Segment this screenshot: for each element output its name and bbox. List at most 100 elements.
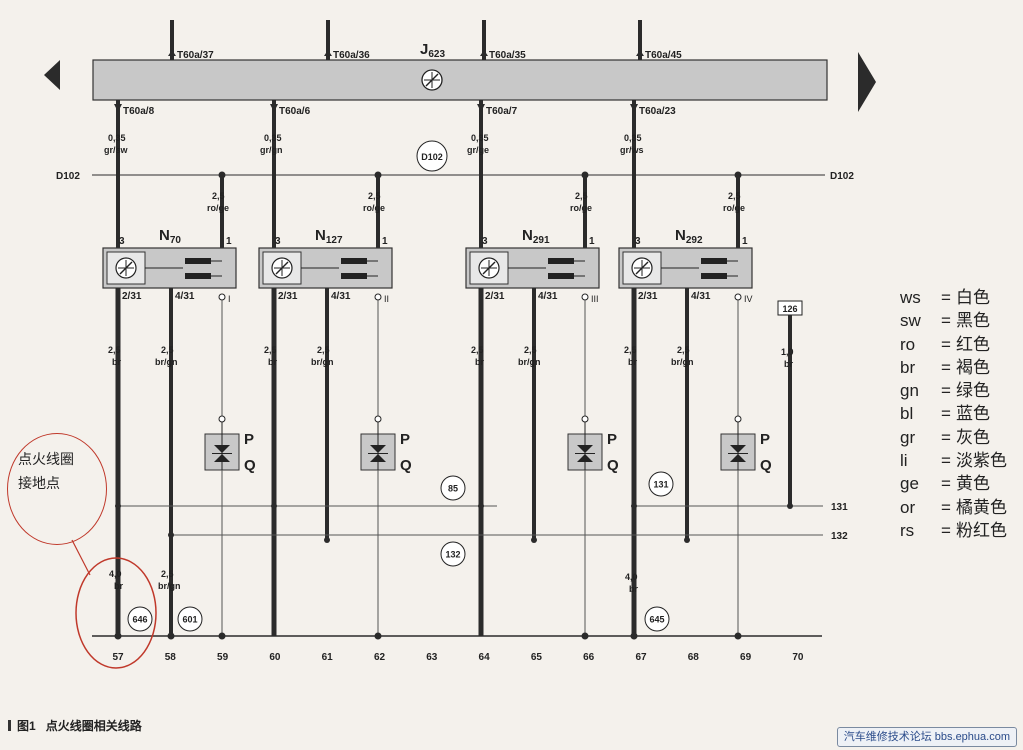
d102-ref-circle bbox=[416, 140, 448, 172]
coil-pin-gnd-2: 2/31 bbox=[485, 291, 505, 302]
legend-code: ws bbox=[900, 288, 921, 307]
legend-code: ro bbox=[900, 334, 916, 354]
legend-equals: = bbox=[941, 520, 951, 540]
bottom-pin-label-3: T60a/23 bbox=[639, 106, 676, 117]
legend-meaning: 粉红色 bbox=[956, 520, 1007, 540]
legend-row-gn: gn=绿色 bbox=[900, 379, 1007, 402]
control-unit-label: J623 bbox=[420, 41, 445, 60]
legend-meaning: 白色 bbox=[956, 288, 990, 307]
supply-wire-size-0: 2,5 bbox=[212, 191, 225, 201]
bottom-pin-label-0: T60a/8 bbox=[123, 106, 155, 117]
coil-pin-gnd-3: 2/31 bbox=[638, 291, 658, 302]
spark-gap-icon bbox=[214, 445, 230, 453]
legend-equals: = bbox=[941, 357, 951, 377]
legend-meaning: 淡紫色 bbox=[956, 451, 1007, 471]
bottom-pin-label-2: T60a/7 bbox=[486, 106, 518, 117]
legend-code: ge bbox=[900, 474, 919, 494]
ref-circle-label-c646: 646 bbox=[132, 615, 147, 625]
legend-equals: = bbox=[941, 288, 951, 307]
coil-output-roman-1: II bbox=[384, 294, 389, 304]
legend-row-ge: ge=黄色 bbox=[900, 472, 1007, 495]
wire-br-size-1: 2,5 bbox=[264, 345, 277, 355]
scroll-right-arrow-icon[interactable] bbox=[858, 52, 876, 112]
callout-line2: 接地点 bbox=[18, 476, 60, 492]
caption-bar bbox=[8, 720, 11, 731]
coil-pin-supply-2: 1 bbox=[589, 236, 595, 247]
wire-brgn-size-1: 2,5 bbox=[317, 345, 330, 355]
bottom-pin-arrow-icon bbox=[270, 104, 278, 112]
legend-meaning: 绿色 bbox=[956, 381, 990, 401]
legend-meaning: 黑色 bbox=[956, 311, 990, 331]
bottom-pin-arrow-icon bbox=[114, 104, 122, 112]
supply-wire-color-3: ro/ge bbox=[723, 203, 745, 213]
legend-equals: = bbox=[941, 311, 951, 331]
wire-brgn-color-1: br/gn bbox=[311, 357, 334, 367]
watermark: 汽车维修技术论坛 bbs.ephua.com bbox=[836, 727, 1017, 747]
caption-title: 点火线圈相关线路 bbox=[45, 719, 142, 733]
legend-code: br bbox=[900, 357, 916, 377]
line-label-131: 131 bbox=[831, 502, 848, 513]
terminal-60: 60 bbox=[269, 652, 281, 663]
ref-circle-c85 bbox=[440, 475, 466, 501]
legend-row-br: br =褐色 bbox=[900, 356, 1007, 379]
signal-wire-color-0: gr/sw bbox=[104, 145, 129, 155]
d102-bus-label-left: D102 bbox=[56, 171, 80, 182]
ground-main-size: 4,0 bbox=[109, 569, 122, 579]
spark-label-p-3: P bbox=[760, 431, 770, 448]
ref-box-126-label: 126 bbox=[782, 304, 797, 314]
coil-output-roman-3: IV bbox=[744, 294, 753, 304]
wire-brgn-size-3: 2,5 bbox=[677, 345, 690, 355]
signal-wire-size-3: 0,35 bbox=[624, 133, 642, 143]
signal-wire-size-2: 0,35 bbox=[471, 133, 489, 143]
ref-circle-label-c645: 645 bbox=[649, 615, 664, 625]
coil-label-3: N292 bbox=[675, 227, 703, 246]
coil-pin-in-1: 3 bbox=[275, 236, 281, 247]
legend-equals: = bbox=[941, 451, 951, 471]
coil-pin-supply-1: 1 bbox=[382, 236, 388, 247]
wire-brgn-color-2: br/gn bbox=[518, 357, 541, 367]
supply-wire-color-1: ro/ge bbox=[363, 203, 385, 213]
legend-meaning: 红色 bbox=[956, 334, 990, 354]
supply-wire-size-3: 2,5 bbox=[728, 191, 741, 201]
coil-pin-gnd2-2: 4/31 bbox=[538, 291, 558, 302]
coil-winding-icon bbox=[548, 258, 574, 264]
control-unit-j623 bbox=[92, 59, 828, 101]
spark-label-q-1: Q bbox=[400, 457, 412, 474]
ground-main2-color: br bbox=[629, 584, 638, 594]
terminal-63: 63 bbox=[426, 652, 438, 663]
legend-code: gn bbox=[900, 381, 919, 401]
top-pin-arrow-icon bbox=[480, 50, 488, 56]
terminal-70: 70 bbox=[792, 652, 804, 663]
wire-brgn-color-0: br/gn bbox=[155, 357, 178, 367]
legend-code: bl bbox=[900, 404, 914, 424]
top-pin-arrow-icon bbox=[324, 50, 332, 56]
spark-label-p-2: P bbox=[607, 431, 617, 448]
scroll-left-arrow-icon[interactable] bbox=[44, 60, 60, 90]
legend-meaning: 黄色 bbox=[956, 474, 990, 494]
spark-gap-icon bbox=[730, 445, 746, 453]
legend-equals: = bbox=[941, 497, 951, 517]
coil-output-roman-0: I bbox=[228, 294, 231, 304]
wire-br-color-2: br bbox=[475, 357, 484, 367]
wire-br-color-1: br bbox=[268, 357, 277, 367]
top-pin-label-1: T60a/36 bbox=[333, 50, 370, 61]
wire-126-size: 1,0 bbox=[781, 347, 794, 357]
top-pin-arrow-icon bbox=[168, 50, 176, 56]
coil-pin-gnd2-0: 4/31 bbox=[175, 291, 195, 302]
coil-pin-gnd-0: 2/31 bbox=[122, 291, 142, 302]
legend-meaning: 蓝色 bbox=[956, 404, 990, 424]
ref-circle-c132 bbox=[440, 541, 466, 567]
legend-meaning: 褐色 bbox=[956, 357, 990, 377]
coil-pin-supply-3: 1 bbox=[742, 236, 748, 247]
legend-row-li: li=淡紫色 bbox=[900, 449, 1007, 472]
line-label-132: 132 bbox=[831, 531, 848, 542]
coil-output-roman-2: III bbox=[591, 294, 599, 304]
terminal-68: 68 bbox=[688, 652, 700, 663]
terminal-65: 65 bbox=[531, 652, 543, 663]
terminal-66: 66 bbox=[583, 652, 595, 663]
legend-row-sw: sw=黑色 bbox=[900, 309, 1007, 332]
